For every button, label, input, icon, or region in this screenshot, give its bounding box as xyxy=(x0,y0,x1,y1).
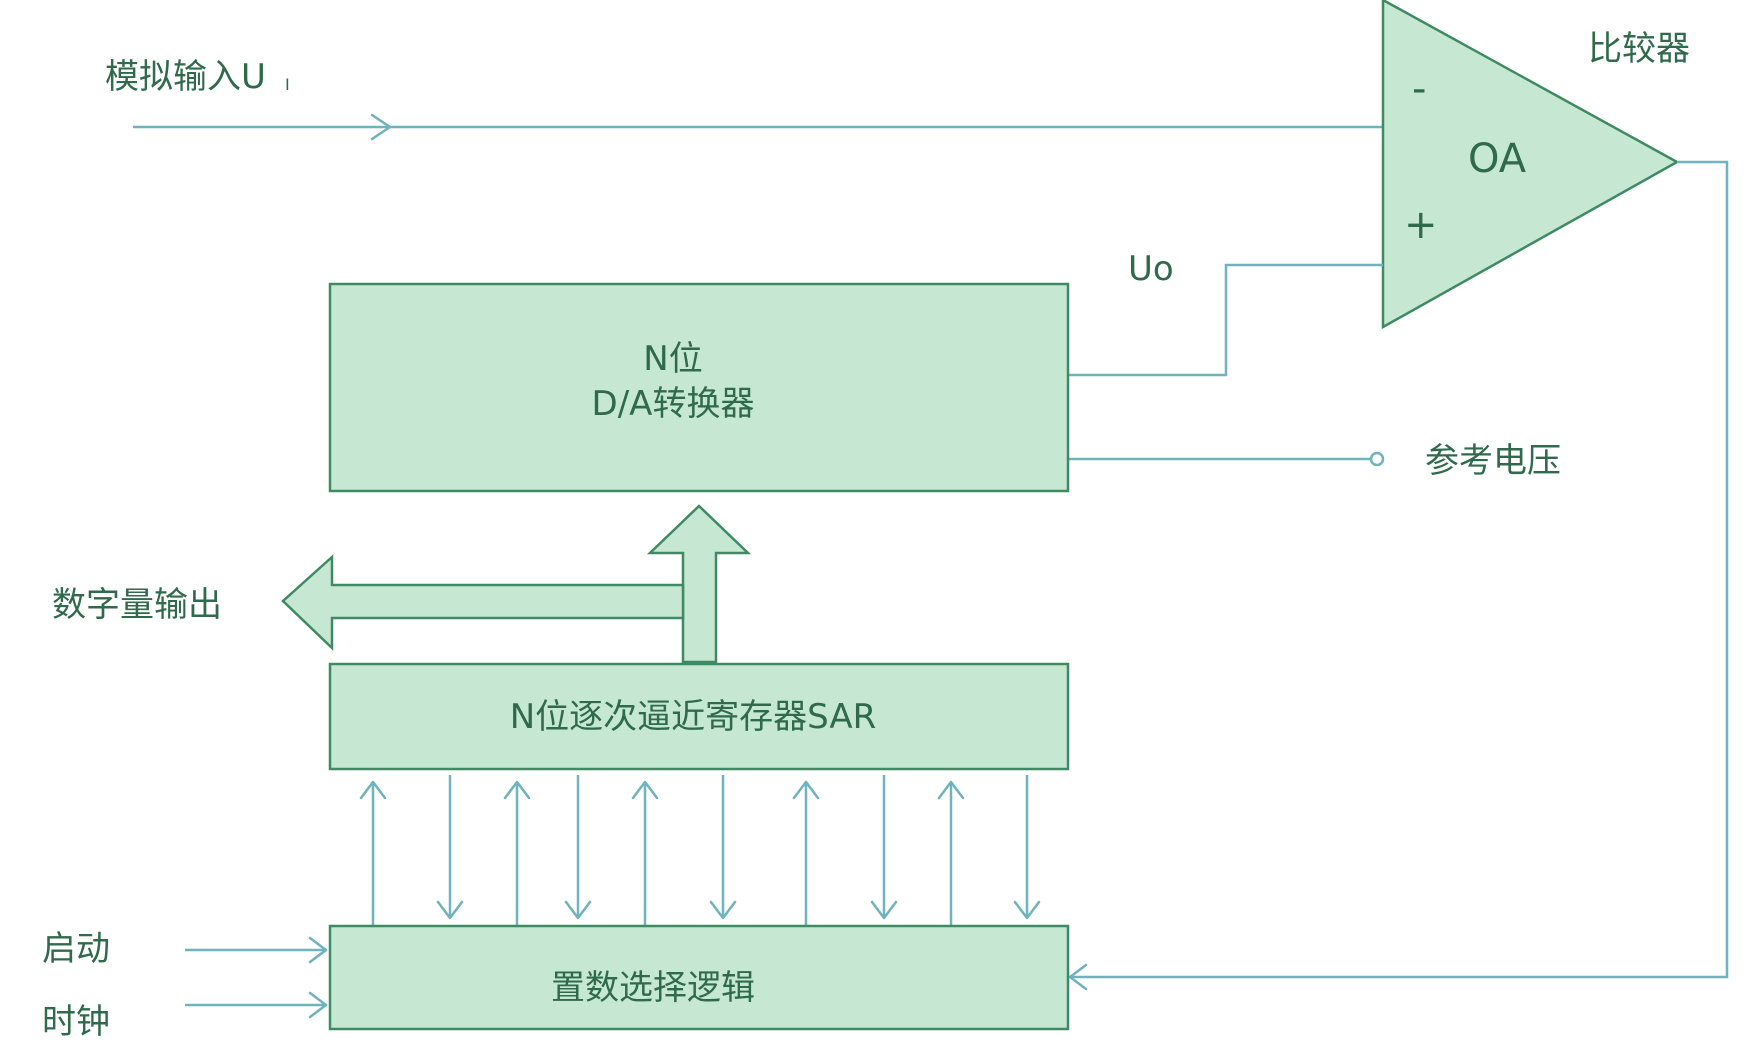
dac-label-line1: N位 xyxy=(643,339,702,379)
op-amp-triangle xyxy=(1381,0,1680,330)
clock-arrowhead xyxy=(308,991,328,1019)
digital-output-bus-arrow xyxy=(281,554,685,651)
feedback-arrowhead xyxy=(1068,963,1088,991)
start-arrowhead xyxy=(308,936,328,964)
op-amp-name: OA xyxy=(1468,136,1527,182)
sar-to-dac-bus-arrow xyxy=(646,504,752,664)
sar-block xyxy=(328,662,1070,771)
op-amp-plus-sign: + xyxy=(1404,202,1438,248)
dac-block xyxy=(328,282,1070,493)
reference-voltage-label: 参考电压 xyxy=(1425,441,1561,481)
logic-label: 置数选择逻辑 xyxy=(551,968,755,1008)
sar-label: N位逐次逼近寄存器SAR xyxy=(510,697,877,737)
analog-input-label: 模拟输入U xyxy=(105,57,266,97)
uo-wire xyxy=(1068,263,1383,377)
reference-voltage-terminal xyxy=(1369,451,1385,467)
comparator-feedback-wire xyxy=(1068,160,1729,979)
logic-block xyxy=(328,924,1070,1031)
control-arrows xyxy=(359,775,1041,925)
uo-label: Uo xyxy=(1128,249,1174,289)
comparator-label: 比较器 xyxy=(1588,29,1690,69)
dac-label-line2: D/A转换器 xyxy=(592,384,755,424)
digital-output-label: 数字量输出 xyxy=(52,585,222,625)
start-label: 启动 xyxy=(42,929,110,969)
analog-input-arrowhead xyxy=(370,113,392,141)
analog-input-subscript: I xyxy=(285,75,290,94)
clock-label: 时钟 xyxy=(42,1002,110,1042)
op-amp-minus-sign: - xyxy=(1412,66,1426,112)
